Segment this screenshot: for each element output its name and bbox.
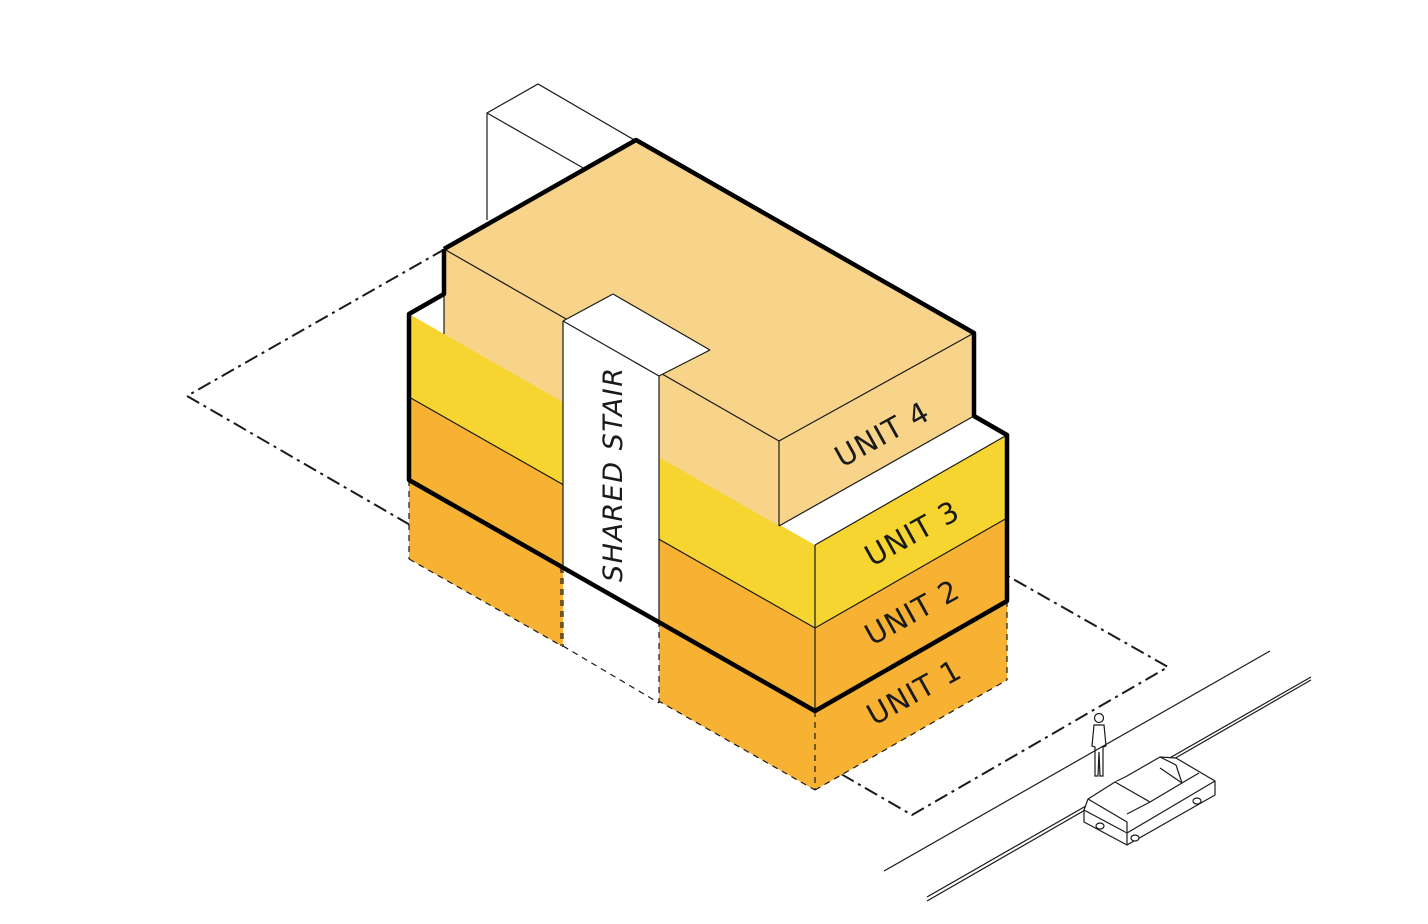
unit-4-right-face — [779, 333, 974, 526]
building-envelope-outline — [406, 137, 1010, 714]
unit-3-right-face — [815, 435, 1007, 628]
car-icon — [1083, 756, 1216, 846]
neighbor-building — [486, 83, 637, 220]
shared-stair-label: SHARED STAIR — [598, 367, 629, 582]
person-icon — [1091, 712, 1107, 777]
unit-4-top-face — [444, 140, 974, 441]
unit-2-right-face — [815, 518, 1007, 711]
shared-stair-roof — [563, 294, 710, 376]
property-line — [184, 248, 1171, 817]
unit-1-right-face — [815, 601, 1007, 790]
